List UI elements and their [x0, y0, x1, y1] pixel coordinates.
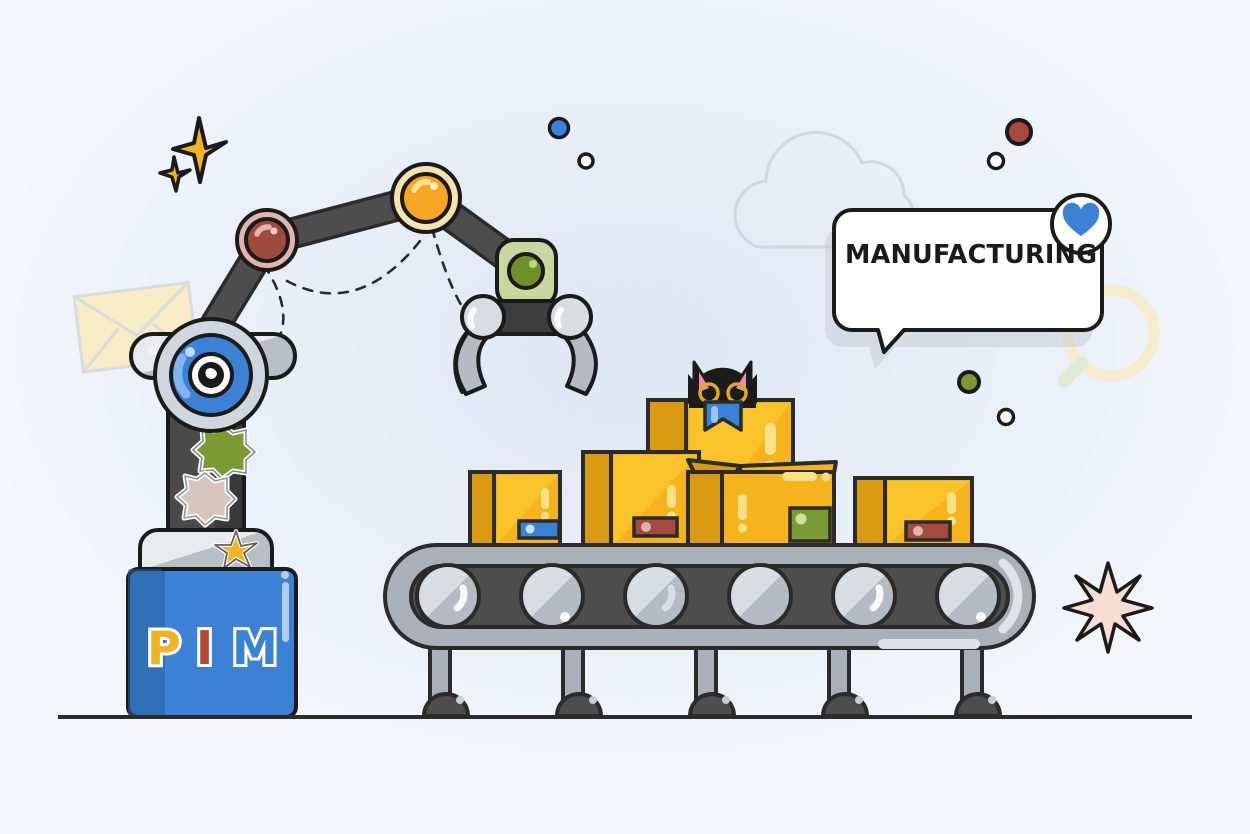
sparkle-small-icon: [158, 155, 192, 193]
pim-letter-i: I: [193, 621, 216, 675]
pim-letter-m: M: [229, 621, 281, 675]
box-label: [517, 519, 561, 540]
dot-red-filled-icon: [1005, 118, 1033, 146]
starburst-pink-icon: [1062, 561, 1154, 654]
box-label: [632, 516, 679, 538]
shoulder-joint-icon: [235, 208, 299, 272]
green-star-sticker-icon: [190, 422, 258, 482]
robot-base-collar: [138, 528, 274, 574]
dot-blue-filled-icon: [547, 116, 571, 140]
gold-star-sticker-icon: [213, 529, 259, 570]
tape-strip-icon: [782, 472, 831, 482]
speech-bubble[interactable]: [825, 193, 1112, 369]
conveyor-rollers: [415, 563, 1001, 629]
fragile-icon: [667, 485, 676, 521]
box-right: [853, 476, 974, 548]
conveyor-belt: [383, 543, 1036, 650]
pim-base-highlight-dot: [281, 571, 289, 579]
camera-heart-icon: [205, 368, 217, 379]
conveyor-legs: [421, 643, 1003, 718]
pim-letter-p: P: [144, 621, 184, 675]
dot-green-filled-icon: [957, 370, 981, 394]
robot-camera-housing: [129, 317, 297, 433]
box-open-center: [686, 458, 838, 548]
conveyor-frame-highlight: [878, 639, 980, 649]
tan-star-sticker-icon: [174, 470, 238, 528]
dot-hollow-top-right-icon: [986, 151, 1006, 171]
robot-claw-icon: [453, 238, 598, 396]
box-small-left: [468, 470, 562, 548]
fragile-icon: [541, 488, 549, 520]
heart-icon: [1062, 202, 1100, 236]
pim-base-highlight-bar: [282, 582, 289, 642]
elbow-joint-icon: [390, 162, 462, 234]
pim-base-shade: [128, 569, 162, 717]
box-label: [788, 506, 832, 543]
box-medium-left: [581, 450, 701, 548]
black-cat: [688, 360, 757, 408]
conveyor-end-highlight: [998, 558, 1023, 634]
speech-bubble-text: MANUFACTURING: [845, 240, 1098, 270]
dot-hollow-right-icon: [996, 407, 1016, 427]
sparkle-large-icon: [171, 116, 228, 184]
box-label: [904, 520, 952, 542]
dot-hollow-left-icon: [577, 152, 595, 170]
fragile-icon: [738, 494, 747, 533]
ribbon-icon: [703, 400, 743, 432]
